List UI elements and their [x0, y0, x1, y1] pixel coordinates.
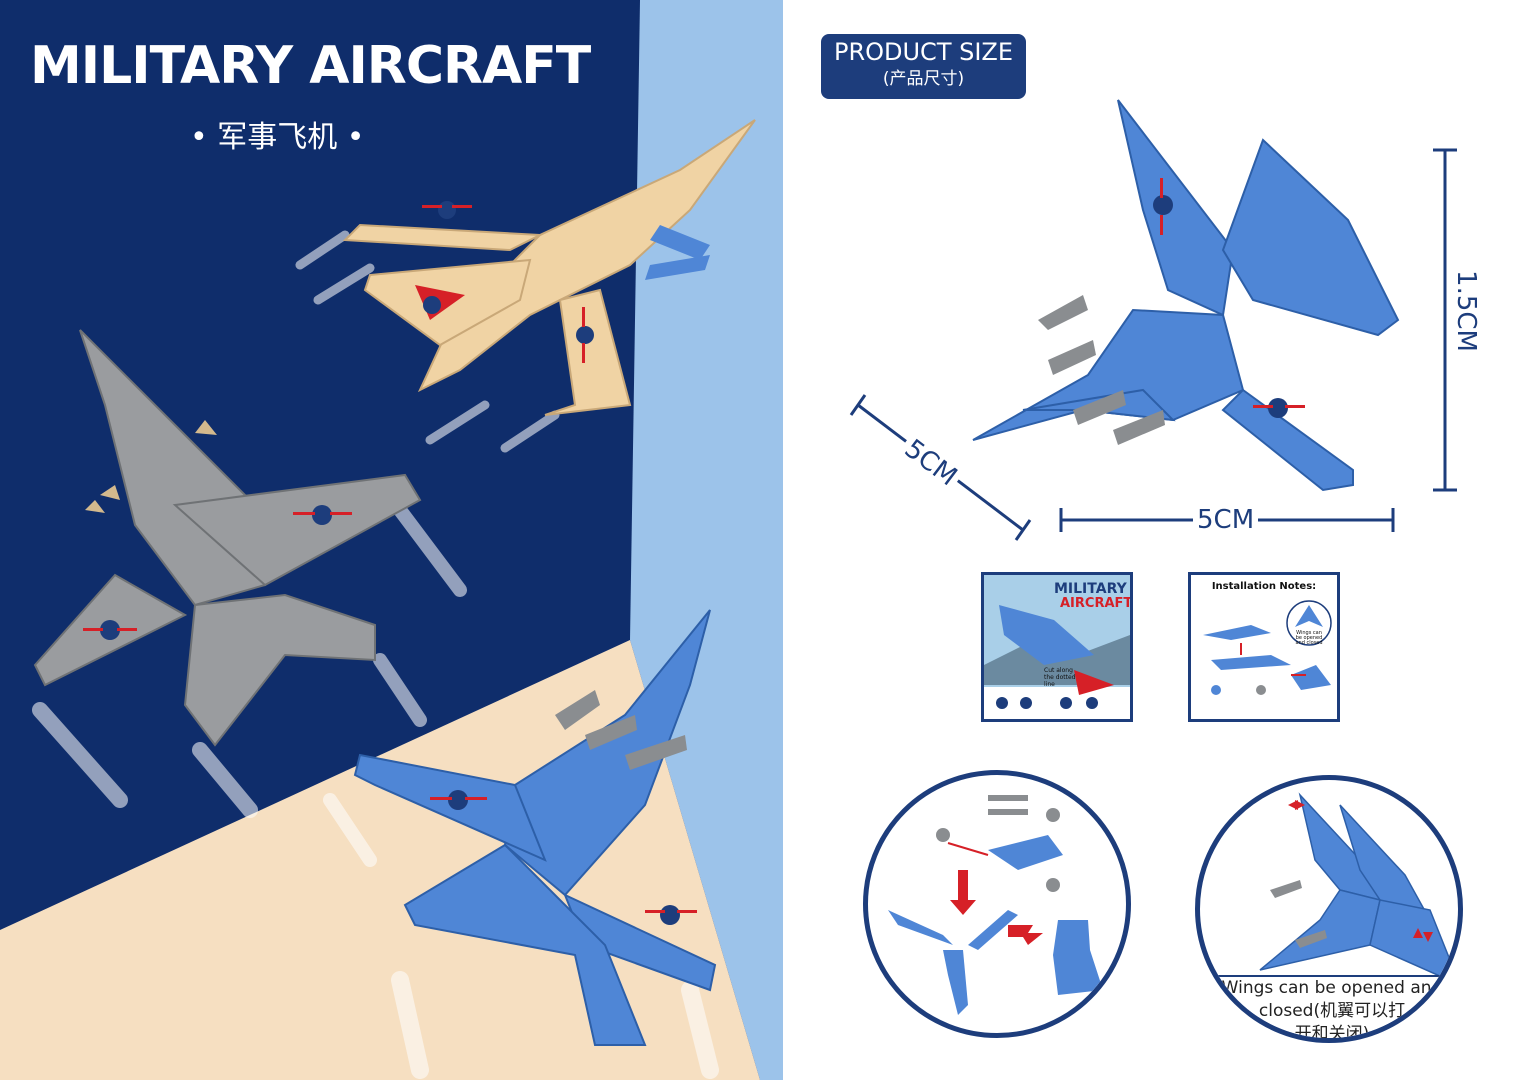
assembly-steps-diagram — [888, 795, 1103, 1015]
sticker-card-back: Installation Notes: Wings can be opened … — [1188, 572, 1340, 722]
page-subtitle: • 军事飞机 • — [190, 120, 365, 155]
grey-jet-illustration — [33, 329, 422, 747]
blue-jet-illustration — [353, 609, 717, 1046]
card-front-artwork — [984, 575, 1130, 719]
wings-demo-circle: Wings can be opened and closed(机翼可以打 开和关… — [1195, 775, 1463, 1043]
wings-caption: Wings can be opened and closed(机翼可以打 开和关… — [1206, 975, 1458, 1043]
tan-jet-illustration — [342, 119, 756, 416]
page-title: MILITARY AIRCRAFT — [30, 36, 591, 96]
wings-caption-line-2: closed(机翼可以打 — [1258, 1001, 1406, 1021]
product-dimension-diagram — [849, 99, 1457, 541]
card-front-title-2: AIRCRAFT — [1060, 596, 1133, 611]
card-front-small-text: Cut along the dotted line — [1044, 667, 1076, 688]
installation-notes-diagram — [1203, 600, 1332, 695]
dimension-width: 5CM — [1193, 505, 1259, 535]
installation-notes-title: Installation Notes: — [1211, 581, 1317, 592]
hero-panel: MILITARY AIRCRAFT • 军事飞机 • — [0, 0, 783, 1080]
sticker-card-front: MILITARY AIRCRAFT Cut along the dotted l… — [981, 572, 1133, 722]
wings-caption-line-3: 开和关闭) — [1294, 1024, 1370, 1043]
dimension-height: 1.5CM — [1450, 266, 1481, 356]
card-front-title-1: MILITARY — [1054, 581, 1127, 597]
wings-demo-diagram — [1259, 792, 1458, 980]
specs-panel: PRODUCT SIZE (产品尺寸) — [783, 0, 1527, 1080]
assembly-steps-circle — [863, 770, 1131, 1038]
product-size-label: PRODUCT SIZE — [833, 38, 1014, 66]
installation-bubble-text: Wings can be opened and closed — [1295, 630, 1323, 646]
product-size-label-cn: (产品尺寸) — [882, 69, 965, 89]
wings-caption-line-1: Wings can be opened and — [1221, 978, 1443, 998]
product-size-badge: PRODUCT SIZE (产品尺寸) — [821, 34, 1026, 99]
